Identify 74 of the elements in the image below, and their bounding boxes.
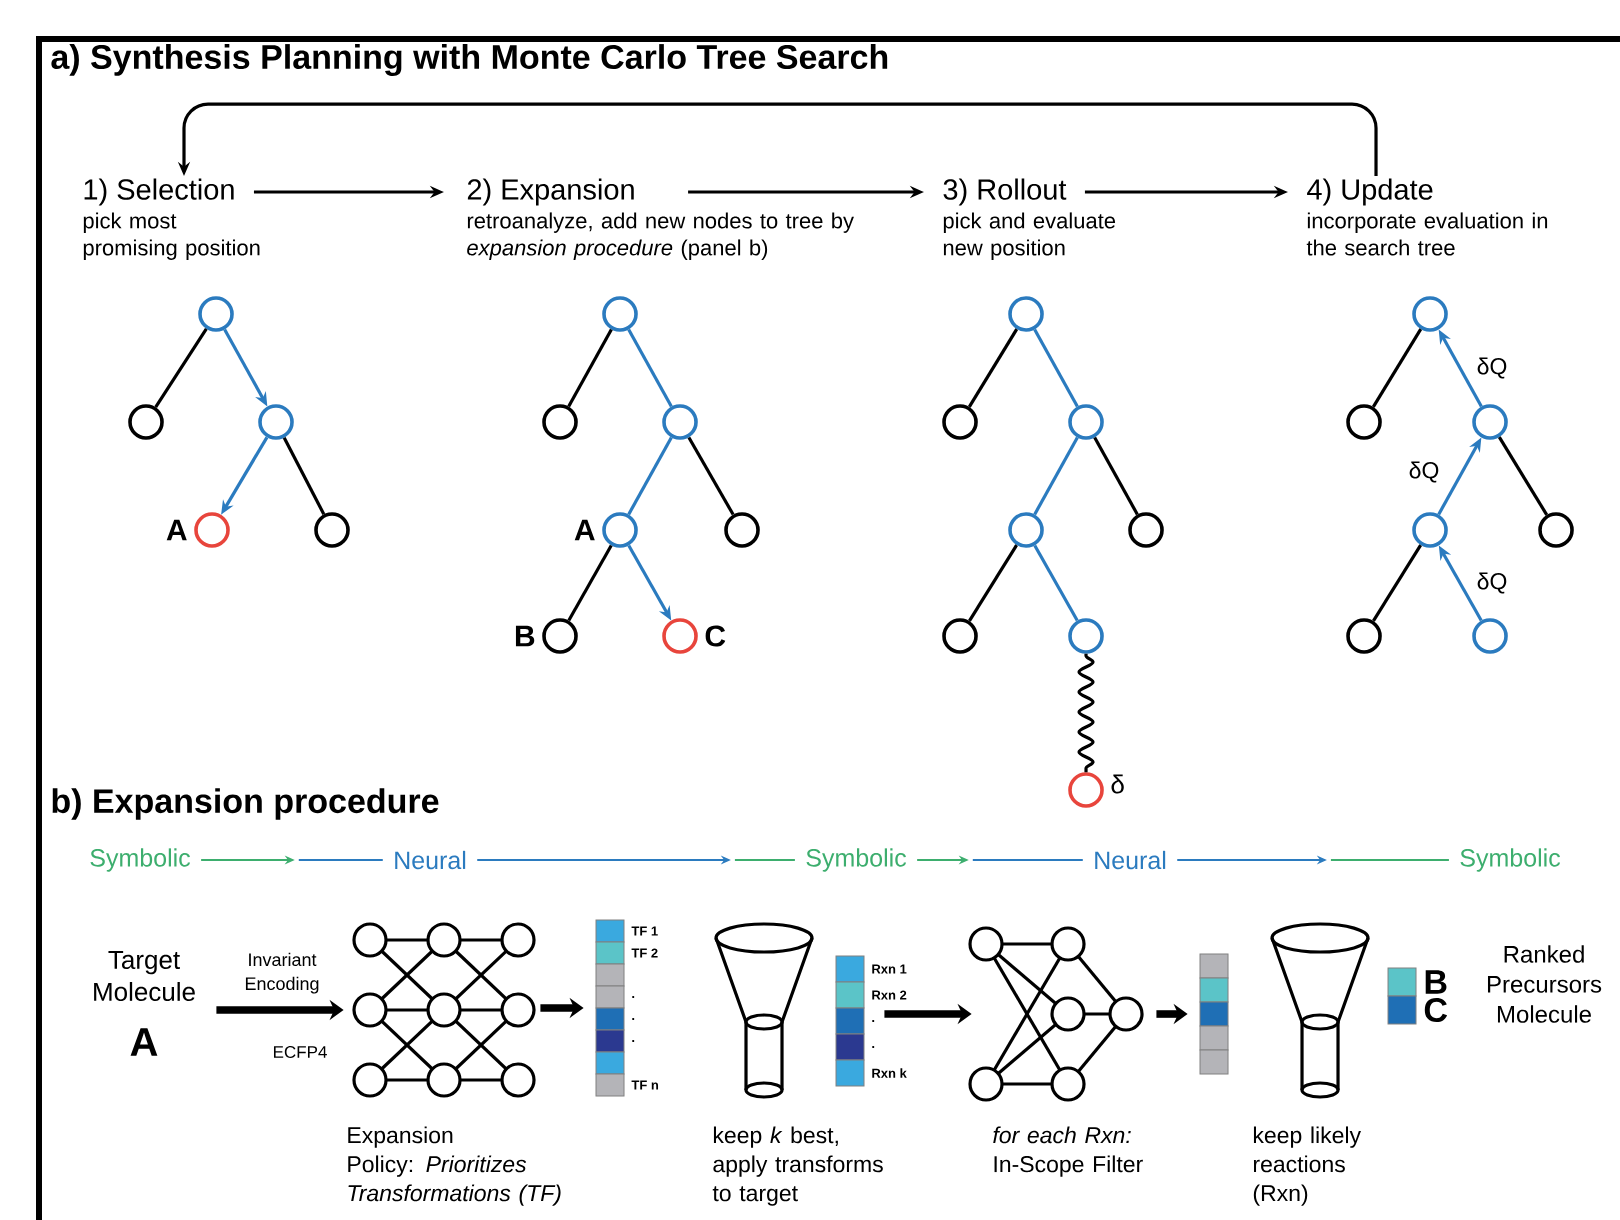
stage-label: Symbolic: [806, 848, 907, 872]
score-vector: [1199, 953, 1229, 1075]
tree-node: [1412, 296, 1448, 332]
connector-line: [1093, 436, 1139, 516]
tree-node: [1538, 512, 1574, 548]
connector-line: [627, 328, 673, 408]
connector-line: [1077, 653, 1095, 773]
tree-node: [1412, 512, 1448, 548]
tree-node: [1128, 512, 1164, 548]
step-description: incorporate evaluation in the search tree: [1306, 212, 1548, 256]
edge-label: δQ: [1406, 459, 1442, 485]
caption-text: keep likely reactions (Rxn): [1253, 1126, 1361, 1206]
tree-node: [1008, 296, 1044, 332]
tree-node: [1346, 618, 1382, 654]
node-letter: B: [515, 625, 535, 647]
step-heading: 1) Selection: [84, 178, 234, 206]
tree-node: [198, 296, 234, 332]
cell-label: C: [1424, 997, 1448, 1023]
tree-node: [1068, 618, 1104, 654]
connector-line: [1033, 328, 1079, 408]
edge-label: δQ: [1474, 570, 1510, 596]
connector-line: [154, 328, 208, 408]
tree-node: [1008, 512, 1044, 548]
step-description: pick most promising position: [83, 212, 260, 260]
tree-node: [602, 296, 638, 332]
step-heading: 4) Update: [1307, 178, 1433, 206]
connector-line: [627, 436, 673, 516]
node-letter: C: [705, 625, 726, 647]
caption-text: for each Rxn: In-Scope Filter: [993, 1126, 1143, 1177]
step-description: pick and evaluate new position: [943, 212, 1116, 260]
caption-text: Expansion Policy: Prioritizes Transformations (TF): [348, 1126, 561, 1206]
connector-line: [1497, 436, 1549, 516]
connector-line: [567, 544, 613, 622]
connector-line: [1371, 328, 1423, 408]
tree-node: [542, 404, 578, 440]
cell-label: B: [1425, 970, 1447, 994]
stage-label: Symbolic: [1460, 848, 1561, 872]
caption-text: keep k best, apply transforms to target: [712, 1126, 883, 1206]
tree-node: [942, 618, 978, 654]
connector-line: [968, 544, 1018, 622]
tree-node: [662, 404, 698, 440]
tree-node: [1346, 404, 1382, 440]
tree-node: [942, 404, 978, 440]
stage-label: Neural: [1095, 850, 1166, 870]
connector-line: [1033, 544, 1079, 622]
connector-line: [967, 328, 1019, 408]
molecule-letter: A: [130, 1028, 158, 1056]
stage-label: Neural: [395, 850, 466, 870]
tree-node: [314, 512, 350, 548]
connector-line: [687, 436, 735, 516]
tree-node: [1472, 618, 1508, 654]
tree-node: [724, 512, 760, 548]
edge-label: δQ: [1474, 355, 1510, 381]
node-letter: A: [574, 519, 595, 541]
target-label: Target Molecule: [94, 950, 195, 1002]
panel-title: b) Expansion procedure: [52, 788, 439, 820]
connector-line: [282, 437, 326, 515]
connector-line: [1372, 544, 1422, 622]
result-label: Ranked Precursors Molecule: [1488, 945, 1602, 1023]
step-description: retroanalyze, add new nodes to tree by expansion procedure (panel b): [467, 212, 854, 260]
tree-node: [1068, 404, 1104, 440]
encoding-label: ECFP4: [274, 1046, 327, 1058]
node-letter: A: [166, 519, 187, 541]
node-letter: δ: [1111, 774, 1124, 794]
connector-line: [567, 328, 613, 408]
tree-node: [258, 404, 294, 440]
edge-label: Invariant Encoding: [245, 952, 319, 994]
step-heading: 3) Rollout: [943, 178, 1067, 206]
tree-node: [128, 404, 164, 440]
panel-title: a) Synthesis Planning with Monte Carlo Tree Search: [51, 44, 888, 76]
connector-line: [1033, 436, 1079, 516]
step-heading: 2) Expansion: [467, 178, 634, 206]
tree-node: [1472, 404, 1508, 440]
stage-label: Symbolic: [90, 848, 190, 872]
